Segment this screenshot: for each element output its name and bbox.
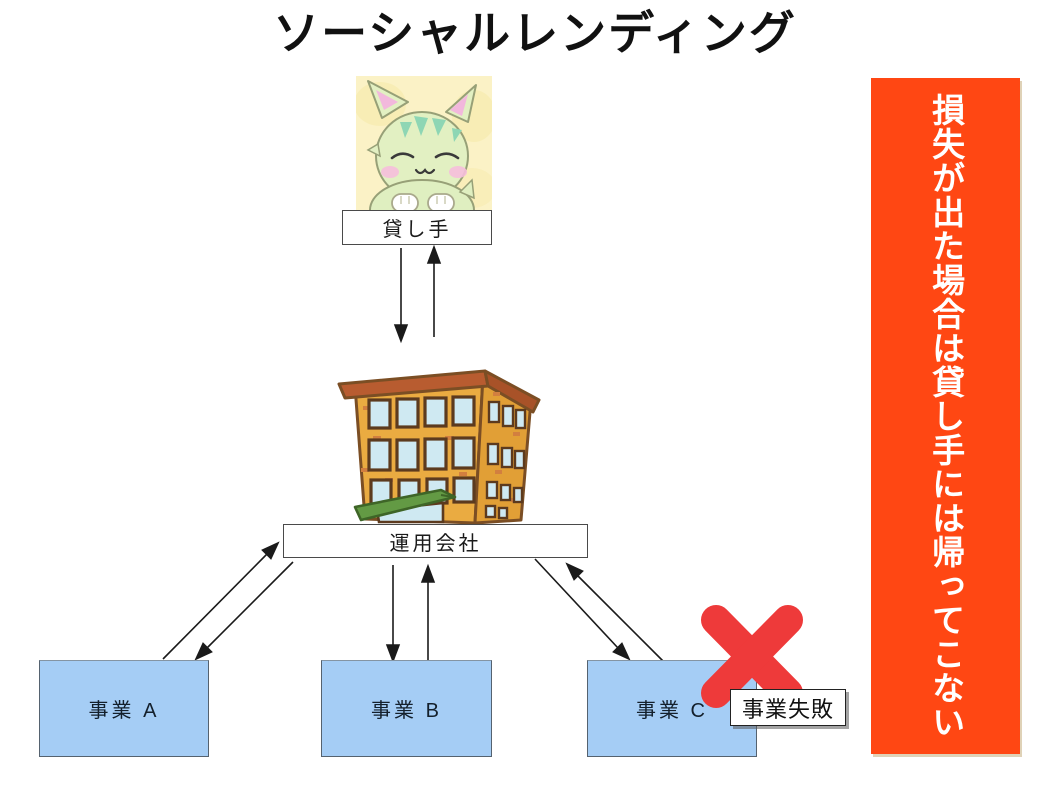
business-a-box: 事業 A	[39, 660, 209, 757]
arrow-company-to-biz-a	[206, 561, 294, 649]
business-a-label: 事業 A	[88, 700, 160, 722]
business-b-label: 事業 B	[371, 700, 442, 722]
business-c-label: 事業 C	[636, 700, 708, 722]
arrow-biz-a-to-company	[162, 553, 268, 660]
office-building-icon	[337, 369, 541, 524]
loss-banner: 損失が出た場合は貸し手には帰ってこない	[871, 78, 1020, 754]
arrow-company-to-biz-c	[534, 558, 619, 649]
business-b-box: 事業 B	[321, 660, 492, 757]
lender-label: 貸し手	[382, 219, 452, 241]
arrow-biz-c-to-company	[577, 575, 664, 662]
x-mark-icon	[701, 605, 803, 708]
company-label: 運用会社	[389, 532, 482, 555]
loss-banner-text: 損失が出た場合は貸し手には帰ってこない	[927, 93, 965, 739]
company-box: 運用会社	[283, 524, 588, 558]
failure-label-box: 事業失敗	[730, 689, 846, 726]
failure-label: 事業失敗	[741, 696, 834, 722]
lender-box: 貸し手	[342, 210, 492, 245]
cat-mascot-icon	[356, 76, 492, 212]
page-title: ソーシャルレンディング	[273, 7, 797, 59]
